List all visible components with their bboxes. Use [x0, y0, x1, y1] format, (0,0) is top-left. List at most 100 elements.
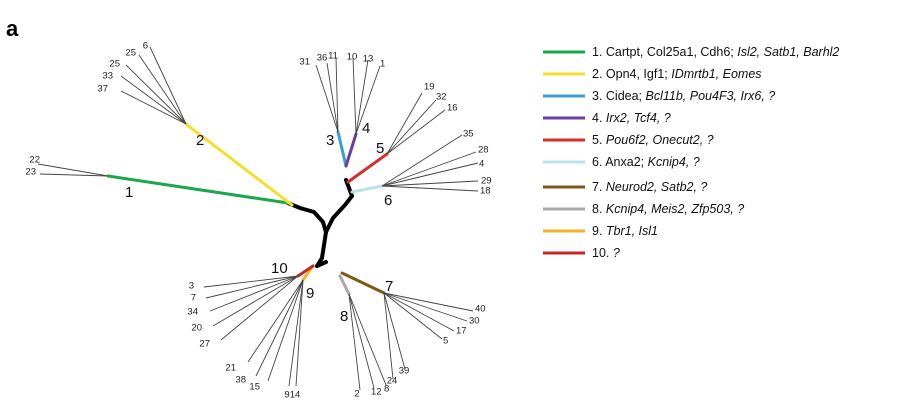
leaf-label: 38	[235, 375, 246, 386]
leaf-branch	[381, 134, 463, 187]
clade-5-branch	[346, 152, 389, 184]
leaf-label: 30	[469, 316, 480, 327]
leaf-branch	[335, 57, 339, 133]
leaf-branch	[348, 293, 361, 391]
legend-item: 5. Pou6f2, Onecut2, ?	[543, 133, 714, 147]
legend-label: 1. Cartpt, Col25a1, Cdh6; Isl2, Satb1, B…	[592, 45, 839, 59]
legend-label: 9. Tbr1, Isl1	[592, 224, 658, 238]
leaf-label: 33	[102, 71, 113, 82]
leaf-branch	[352, 57, 357, 135]
leaf-label: 6	[143, 41, 148, 52]
leaf-label: 11	[328, 51, 338, 62]
leaf-branch	[315, 64, 339, 133]
leaf-branch	[348, 293, 387, 386]
leaf-branch	[120, 90, 187, 125]
leaf-label: 16	[447, 103, 458, 114]
clade-label-3: 3	[326, 132, 334, 149]
leaf-branch	[355, 65, 381, 135]
legend-item: 9. Tbr1, Isl1	[543, 224, 658, 238]
clade-3-branch	[336, 130, 348, 168]
clade-10-branch	[296, 264, 315, 278]
legend-label: 10. ?	[592, 246, 620, 260]
leaf-label: 36	[317, 53, 328, 64]
leaf-label: 5	[443, 336, 448, 347]
leaf-branch	[295, 279, 304, 387]
leaf-branch	[209, 275, 299, 312]
leaf-label: 37	[97, 84, 108, 95]
clade-7-branch	[340, 271, 386, 295]
leaf-label: 25	[125, 48, 136, 59]
leaf-branch	[138, 54, 187, 125]
leaf-label: 40	[475, 304, 486, 315]
clade-label-1: 1	[125, 184, 133, 201]
leaf-label: 22	[29, 155, 40, 166]
leaf-label: 31	[299, 57, 310, 68]
clade-label-8: 8	[340, 308, 348, 325]
trunk-branch-0	[286, 201, 328, 234]
leaf-branch	[381, 180, 479, 187]
leaf-branch	[383, 292, 406, 370]
clade-2-branch	[184, 122, 294, 207]
leaf-label: 4	[479, 159, 484, 170]
leaf-branch	[247, 279, 304, 363]
leaf-branch	[120, 75, 187, 125]
legend-label: 6. Anxa2; Kcnip4, ?	[592, 155, 700, 169]
legend-label: 5. Pou6f2, Onecut2, ?	[592, 133, 714, 147]
leaf-label: 15	[249, 382, 260, 393]
clade-1-branch	[106, 174, 290, 205]
leaf-label: 29	[481, 176, 492, 187]
leaf-label: 21	[225, 363, 236, 374]
legend-label: 8. Kcnip4, Meis2, Zfp503, ?	[592, 202, 744, 216]
leaf-branch	[255, 279, 304, 377]
leaf-label: 10	[347, 52, 358, 63]
leaf-branch	[267, 279, 304, 382]
leaf-label: 23	[25, 167, 36, 178]
legend-label: 2. Opn4, Igf1; IDmrtb1, Eomes	[592, 67, 762, 81]
leaf-branch	[212, 275, 299, 327]
legend-label: 4. Irx2, Tcf4, ?	[592, 111, 671, 125]
leaf-branch	[386, 109, 446, 155]
leaf-label: 9	[284, 390, 289, 401]
leaf-label: 17	[456, 326, 467, 337]
legend-item: 10. ?	[543, 246, 620, 260]
clade-label-2: 2	[196, 132, 204, 149]
leaf-branch	[381, 185, 479, 192]
panel-letter: a	[6, 16, 19, 41]
leaf-branch	[383, 292, 394, 380]
leaf-label: 8	[384, 384, 389, 395]
legend-item: 1. Cartpt, Col25a1, Cdh6; Isl2, Satb1, B…	[543, 45, 839, 59]
leaf-label: 18	[480, 186, 491, 197]
leaf-branch	[383, 292, 443, 340]
leaf-label: 27	[199, 339, 210, 350]
leaf-branch	[386, 92, 423, 155]
leaf-branch	[205, 275, 299, 299]
leaf-branch	[383, 292, 455, 332]
leaf-label: 24	[387, 376, 398, 387]
clade-label-10: 10	[271, 260, 288, 277]
leaf-label: 2	[354, 389, 359, 400]
clade-label-5: 5	[376, 140, 384, 157]
clade-label-7: 7	[385, 278, 393, 295]
leaf-branch	[348, 293, 375, 389]
leaf-branch	[288, 279, 304, 387]
legend-item: 2. Opn4, Igf1; IDmrtb1, Eomes	[543, 67, 762, 81]
leaf-branch	[383, 292, 474, 312]
leaf-branch	[386, 99, 437, 155]
leaf-label: 35	[463, 129, 474, 140]
leaf-branch	[381, 151, 477, 187]
leaf-label: 14	[290, 390, 301, 401]
leaf-branch	[381, 162, 479, 187]
legend-item: 6. Anxa2; Kcnip4, ?	[543, 155, 700, 169]
leaf-label: 12	[371, 387, 382, 398]
leaf-branch	[203, 275, 299, 288]
